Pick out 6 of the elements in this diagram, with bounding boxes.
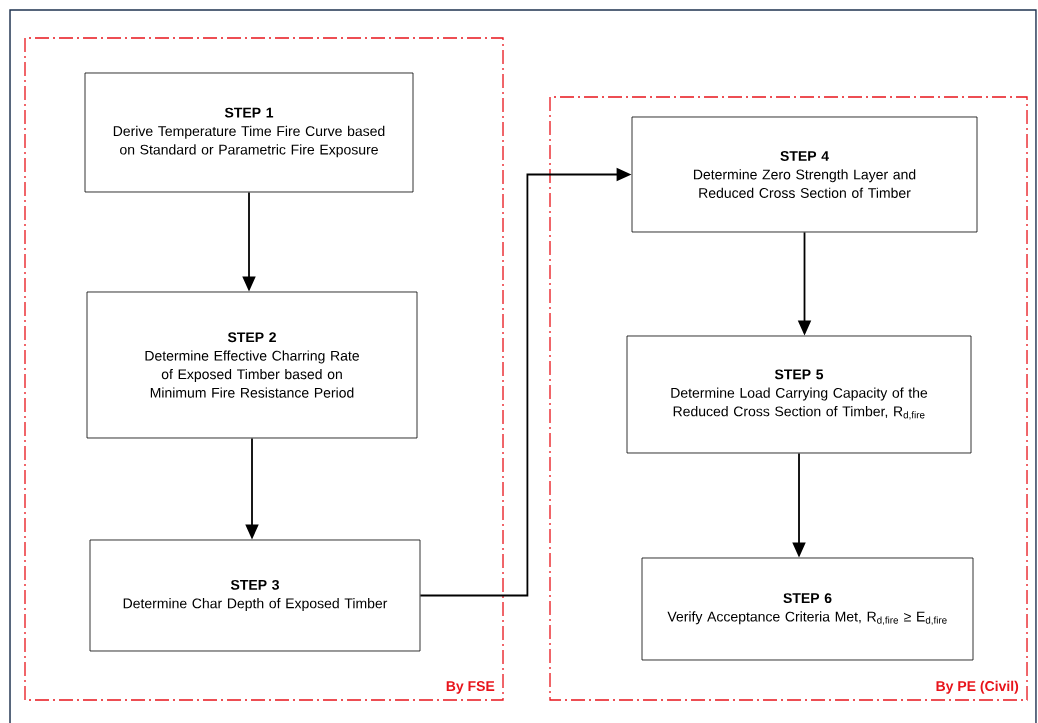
process-box: STEP 6 Verify Acceptance Criteria Met, R$_{d,fire}$ ≥ E$_{d,fire}$	[641, 557, 974, 661]
process-box: STEP 2 Determine Effective Charring Rate of Exposed Timber based on Minimum Fire Resistance Period	[86, 291, 418, 439]
process-box: STEP 1 Derive Temperature Time Fire Curve based on Standard or Parametric Fire Exposure	[84, 72, 414, 193]
process-box: STEP 5 Determine Load Carrying Capacity of the Reduced Cross Section of Timber, R$_{d,fire}$	[626, 335, 972, 454]
process-box: STEP 3 Determine Char Depth of Exposed Timber	[89, 539, 421, 652]
process-box: STEP 4 Determine Zero Strength Layer and Reduced Cross Section of Timber	[631, 116, 978, 233]
